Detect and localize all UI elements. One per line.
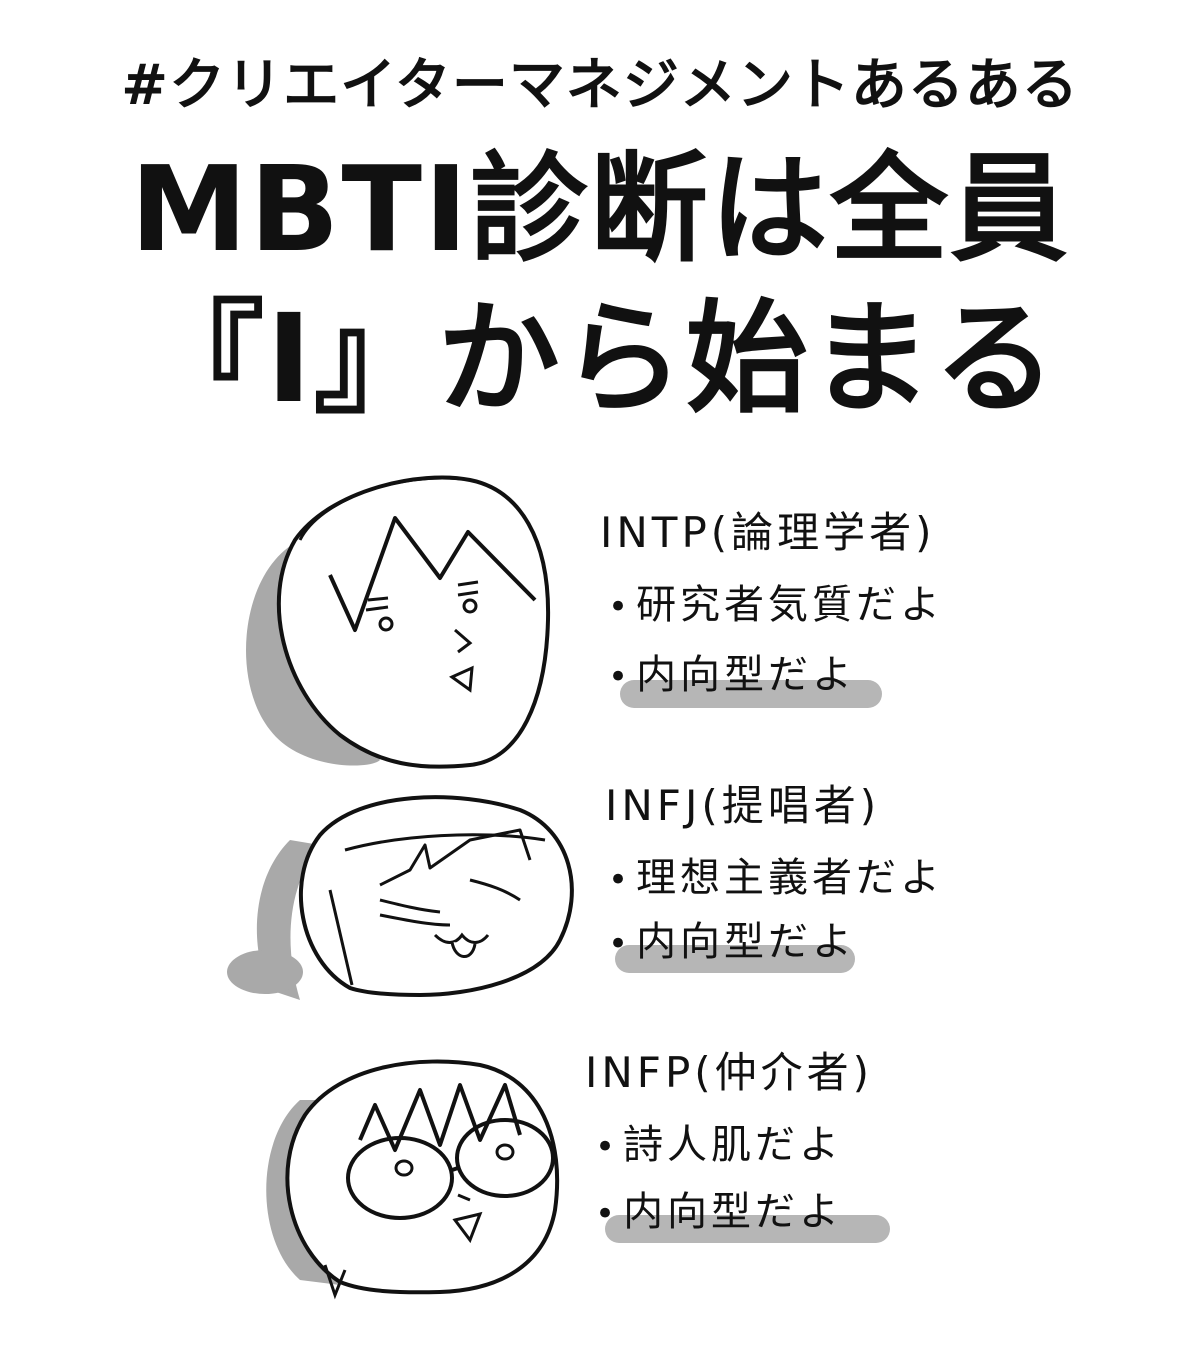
type-label-infp: INFP(仲介者) bbox=[585, 1048, 874, 1097]
infp-character-illustration bbox=[266, 1059, 560, 1300]
bullet-infj-2: 内向型だよ bbox=[608, 922, 856, 962]
title-line-2: 『I』から始まる bbox=[142, 288, 1058, 430]
bullet-infp-2: 内向型だよ bbox=[595, 1192, 843, 1232]
bullet-infp-1: 詩人肌だよ bbox=[595, 1125, 843, 1165]
bullet-infj-1: 理想主義者だよ bbox=[608, 858, 944, 898]
title-line-1: MBTI診断は全員 bbox=[130, 140, 1070, 278]
hashtag-heading: #クリエイターマネジメントあるある bbox=[121, 53, 1079, 118]
type-label-intp: INTP(論理学者) bbox=[600, 508, 936, 557]
infj-character-illustration bbox=[227, 795, 574, 1000]
bullet-intp-1: 研究者気質だよ bbox=[608, 585, 944, 625]
bullet-intp-2: 内向型だよ bbox=[608, 655, 856, 695]
intp-character-illustration bbox=[246, 475, 551, 769]
type-label-infj: INFJ(提唱者) bbox=[605, 781, 881, 830]
